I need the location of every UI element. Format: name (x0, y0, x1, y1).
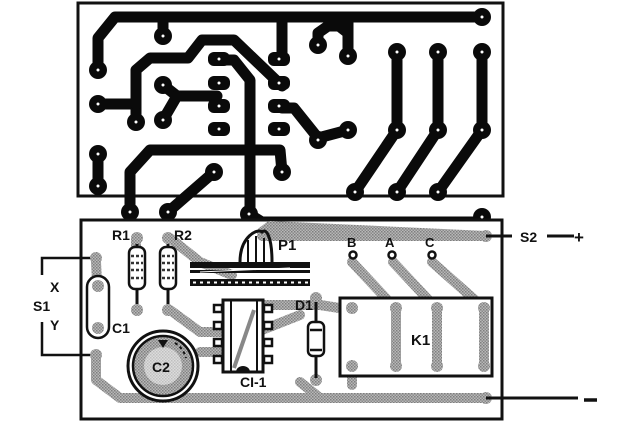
terminal-b-pad (348, 250, 358, 260)
resistor-r2 (158, 232, 178, 316)
electrolytic-capacitor-c2 (126, 329, 200, 403)
r1-label: R1 (112, 227, 130, 243)
copper-side-board (76, 1, 505, 228)
copper-board-outline (76, 1, 505, 198)
terminal-a-label: A (385, 235, 395, 250)
s1-pad-x (90, 252, 102, 264)
s1-y-label: Y (50, 317, 60, 333)
terminal-c-label: C (425, 235, 435, 250)
terminal-c-pad (427, 250, 437, 260)
s2-label: S2 (520, 229, 537, 245)
c2-label: C2 (152, 359, 170, 375)
component-side-board: X S1 Y C1 R1 R2 (33, 218, 597, 421)
s1-label: S1 (33, 298, 50, 314)
ic-ci1 (212, 298, 274, 374)
d1-label: D1 (295, 297, 313, 313)
diode-d1 (306, 292, 326, 386)
ci1-label: CI-1 (240, 374, 267, 390)
k1-label: K1 (411, 332, 430, 349)
s1-pad-y (90, 349, 102, 361)
terminal-a-pad (387, 250, 397, 260)
drill-holes (96, 15, 484, 219)
c1-label: C1 (112, 320, 130, 336)
resistor-r1 (127, 232, 147, 316)
r2-label: R2 (174, 227, 192, 243)
s1-switch-connector (40, 256, 96, 357)
p1-label: P1 (278, 237, 296, 254)
trimmer-p1 (190, 229, 310, 286)
relay-k1 (338, 296, 494, 378)
s1-x-label: X (50, 279, 60, 295)
terminal-b-label: B (347, 235, 356, 250)
plus-label: + (574, 228, 584, 247)
capacitor-c1 (85, 274, 111, 340)
